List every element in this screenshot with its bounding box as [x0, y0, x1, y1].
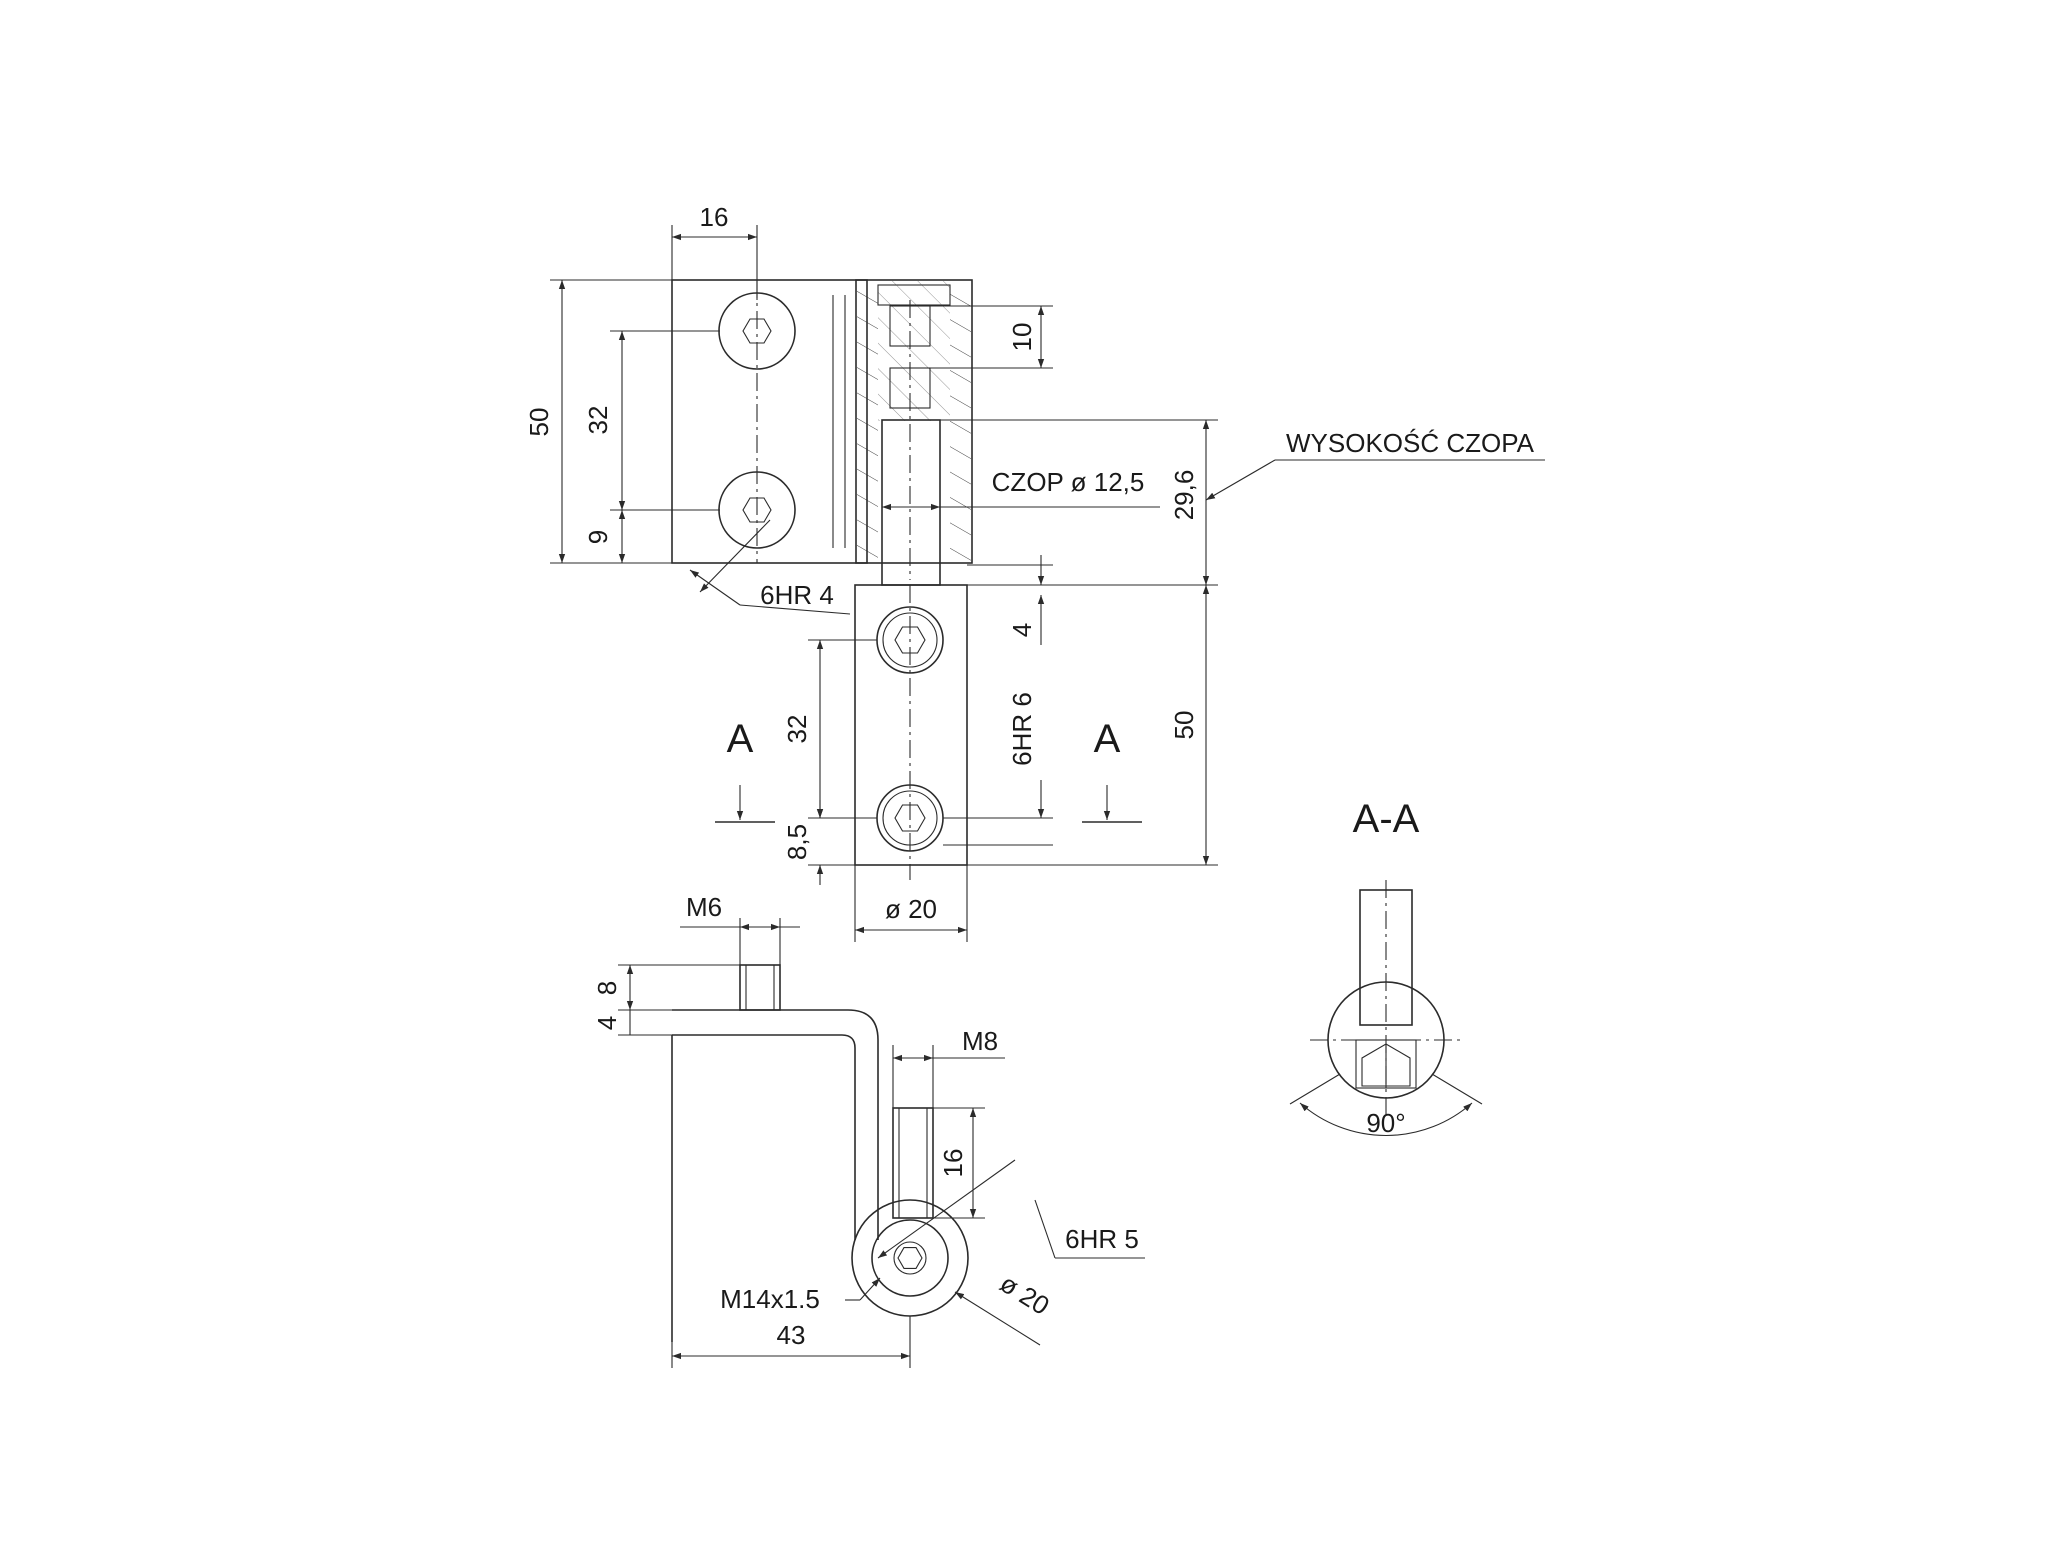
- dimension-lines: [550, 225, 1545, 1368]
- pin: [881, 419, 941, 586]
- label-pin-height: WYSOKOŚĆ CZOPA: [1286, 428, 1535, 458]
- label-6hr5: 6HR 5: [1065, 1224, 1139, 1254]
- m6-stud: [739, 964, 781, 1011]
- dim-32-bottom: 32: [782, 715, 812, 744]
- upper-sleeve: [855, 279, 973, 564]
- dim-16-thread: 16: [938, 1149, 968, 1178]
- dim-29-6: 29,6: [1169, 470, 1199, 521]
- m8-stud: [892, 1107, 934, 1219]
- dim-9: 9: [583, 530, 613, 544]
- dimension-labels: 16 50 32 9 6HR 4 10 29,6 CZOP ø 12,5 WYS…: [524, 202, 1535, 1350]
- lower-leaf-view: [854, 584, 968, 880]
- label-czop-diameter: CZOP ø 12,5: [992, 467, 1145, 497]
- side-view: [671, 964, 969, 1342]
- label-6hr6: 6HR 6: [1007, 692, 1037, 766]
- section-marker-right: A: [1094, 717, 1121, 761]
- dim-10: 10: [1007, 323, 1037, 352]
- dim-8: 8: [592, 981, 622, 995]
- dim-angle-90: 90°: [1366, 1108, 1405, 1138]
- dim-8-5: 8,5: [782, 824, 812, 860]
- dim-32-top: 32: [583, 406, 613, 435]
- dim-50-top: 50: [524, 408, 554, 437]
- section-title: A-A: [1353, 797, 1420, 841]
- dim-4: 4: [592, 1016, 622, 1030]
- dim-16-top: 16: [700, 202, 729, 232]
- dim-43: 43: [777, 1320, 806, 1350]
- label-6hr4: 6HR 4: [760, 580, 834, 610]
- section-marker-left: A: [727, 717, 754, 761]
- dim-diameter-20-bottom: ø 20: [885, 894, 937, 924]
- label-m14: M14x1.5: [720, 1284, 820, 1314]
- dim-4-gap: 4: [1007, 623, 1037, 637]
- dim-50-bottom: 50: [1169, 711, 1199, 740]
- label-m8: M8: [962, 1026, 998, 1056]
- lower-leaf-body: [854, 584, 968, 866]
- upper-leaf-view: [671, 279, 973, 586]
- section-aa-view: [1289, 880, 1483, 1137]
- label-m6: M6: [686, 892, 722, 922]
- dim-diameter-20-side: ø 20: [995, 1268, 1055, 1321]
